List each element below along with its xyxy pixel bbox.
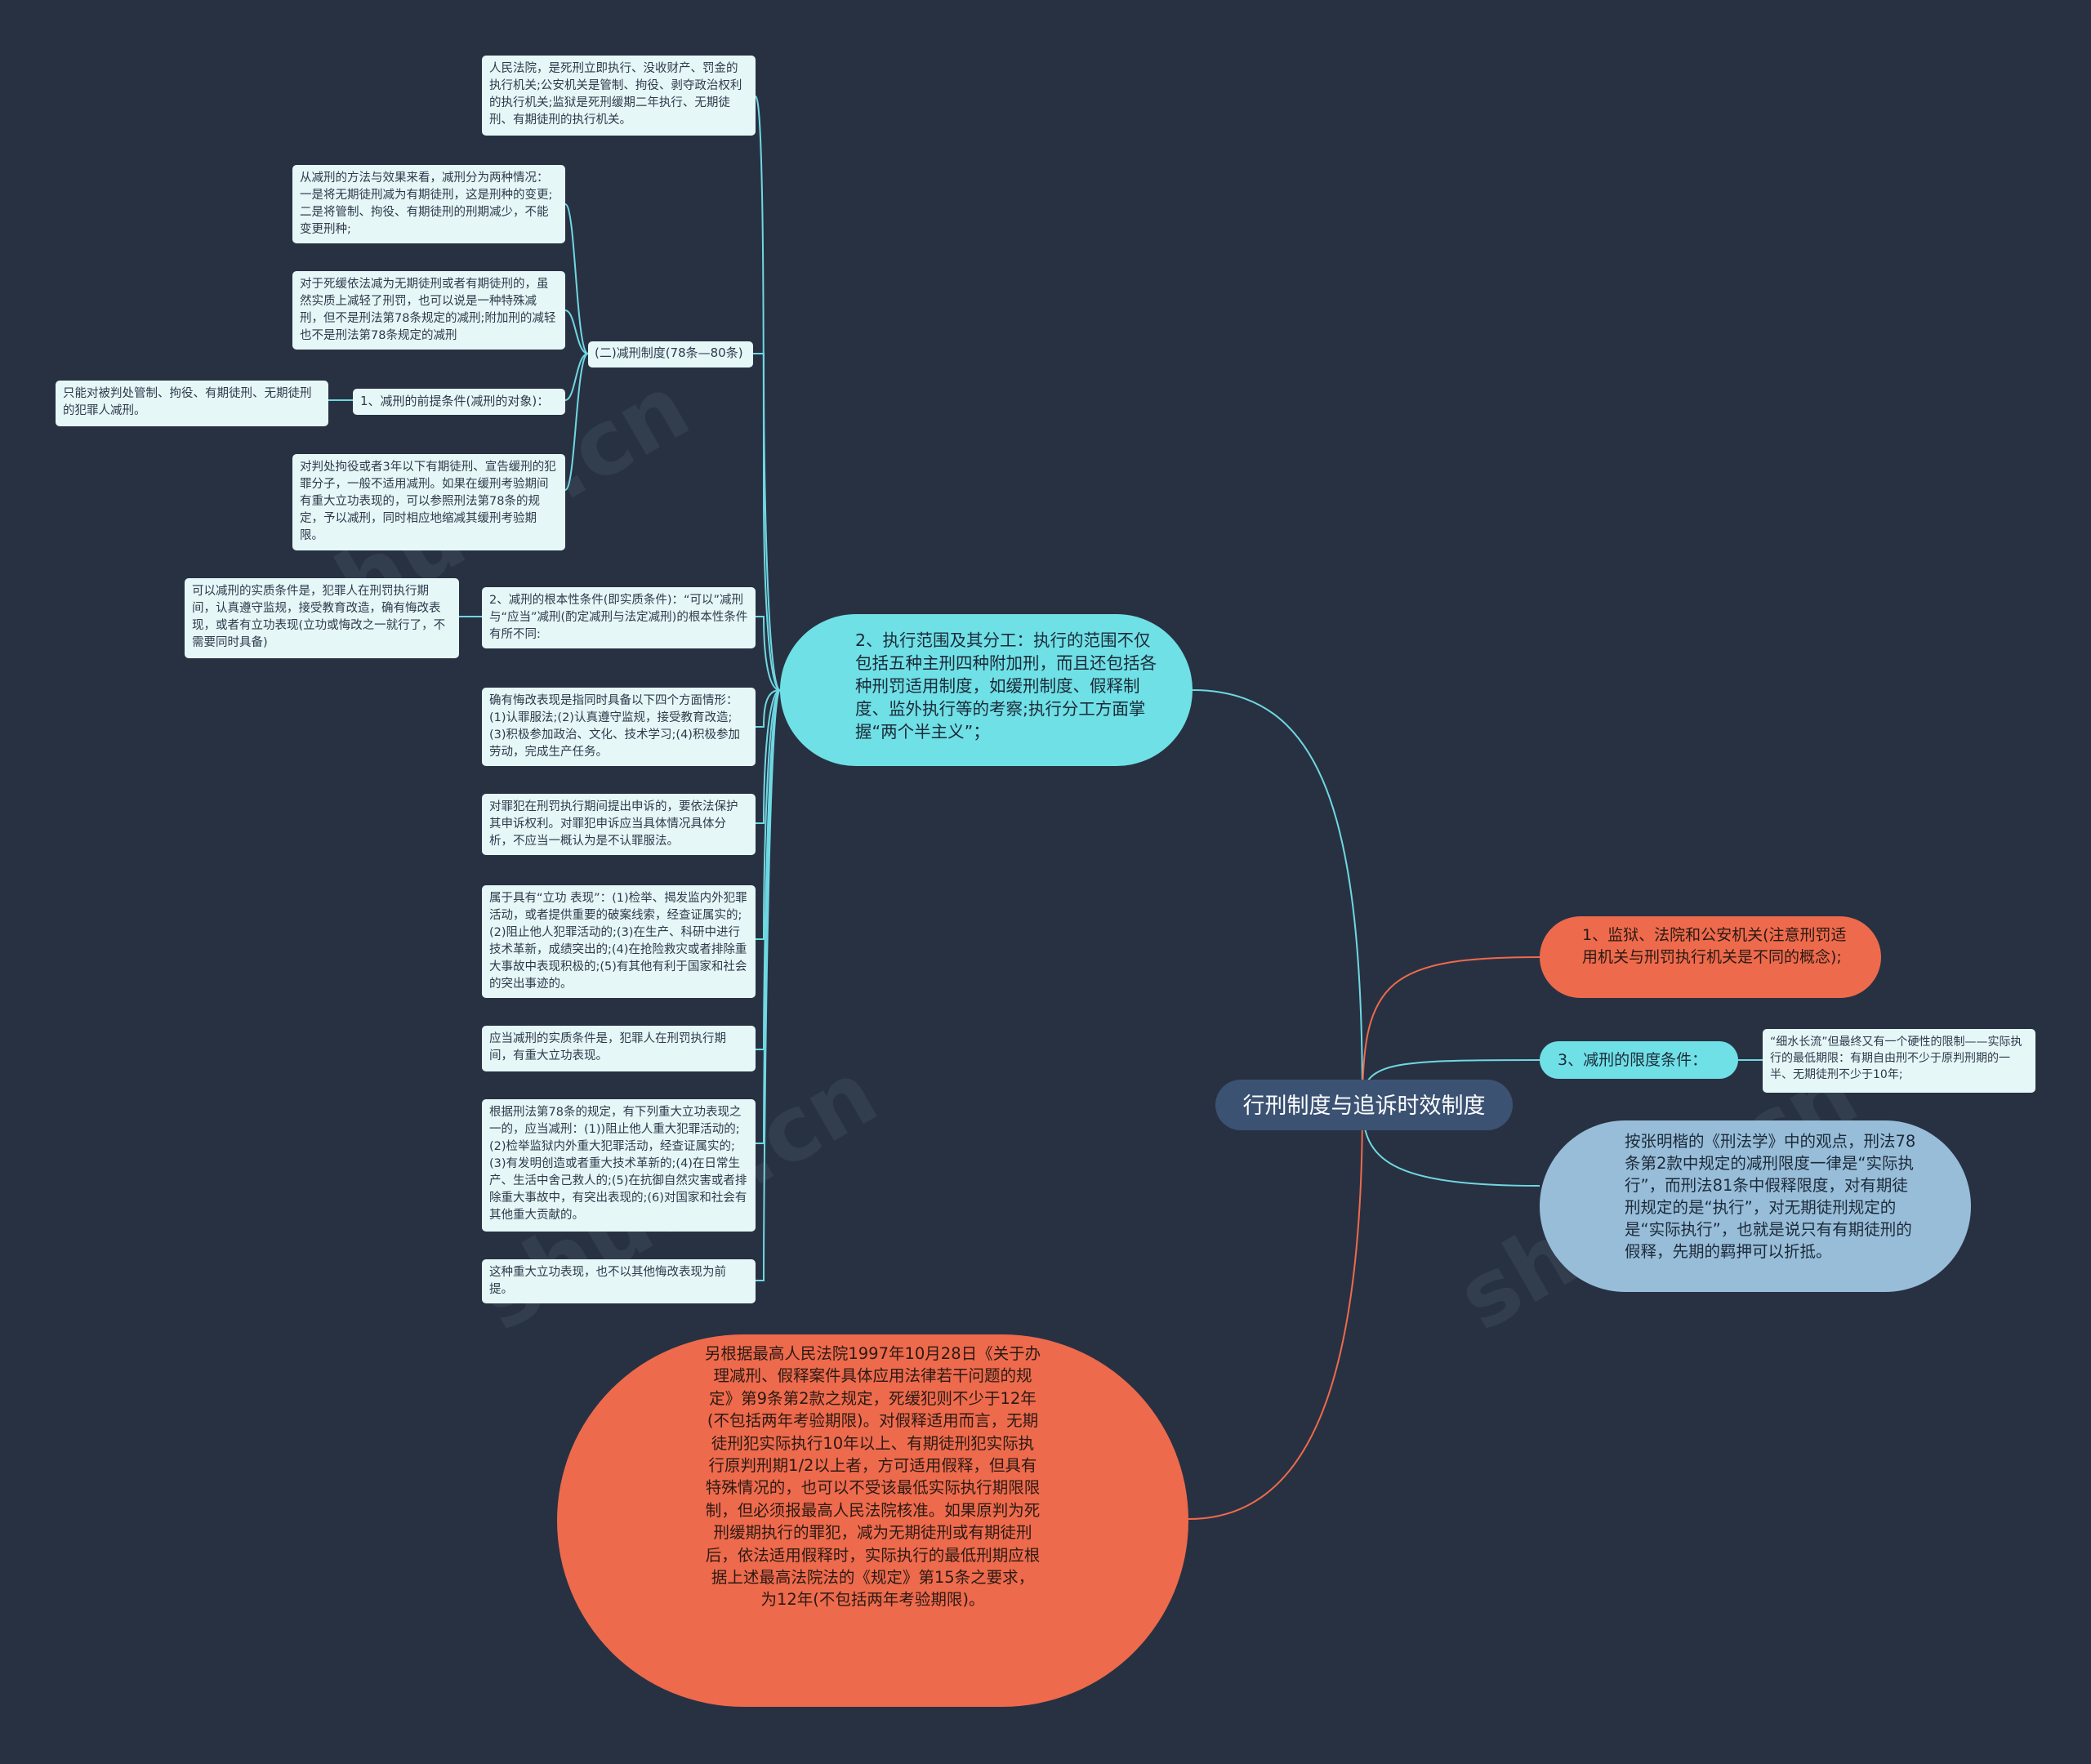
- supreme-court-provision-node[interactable]: 另根据最高人民法院1997年10月28日《关于办理减刑、假释案件具体应用法律若干…: [557, 1334, 1188, 1707]
- reduction-premise-node[interactable]: 1、减刑的前提条件(减刑的对象)：: [353, 389, 565, 415]
- zhang-mingkai-view-node[interactable]: 按张明楷的《刑法学》中的观点，刑法78条第2款中规定的减刑限度一律是“实际执行”…: [1540, 1120, 1971, 1292]
- reduction-limit-node[interactable]: 3、减刑的限度条件：: [1540, 1041, 1738, 1079]
- execution-scope-node[interactable]: 2、执行范围及其分工：执行的范围不仅包括五种主刑四种附加刑，而且还包括各种刑罚适…: [780, 614, 1193, 766]
- root-node[interactable]: 行刑制度与追诉时效制度: [1215, 1080, 1513, 1130]
- repentance-definition-leaf[interactable]: 确有悔改表现是指同时具备以下四个方面情形：(1)认罪服法;(2)认真遵守监规，接…: [482, 688, 756, 766]
- appeal-rights-leaf[interactable]: 对罪犯在刑罚执行期间提出申诉的，要依法保护其申诉权利。对罪犯申诉应当具体情况具体…: [482, 794, 756, 855]
- probation-reduction-leaf[interactable]: 对判处拘役或者3年以下有期徒刑、宣告缓刑的犯罪分子，一般不适用减刑。如果在缓刑考…: [292, 454, 565, 550]
- reduction-system-node[interactable]: (二)减刑制度(78条—80条): [588, 341, 753, 368]
- execution-organs-leaf[interactable]: 人民法院，是死刑立即执行、没收财产、罚金的执行机关;公安机关是管制、拘役、剥夺政…: [482, 56, 756, 136]
- reduction-object-leaf[interactable]: 只能对被判处管制、拘役、有期徒刑、无期徒刑的犯罪人减刑。: [56, 381, 328, 426]
- meritorious-service-leaf[interactable]: 属于具有“立功 表现”：(1)检举、揭发监内外犯罪活动，或者提供重要的破案线索，…: [482, 885, 756, 998]
- execution-organs-node[interactable]: 1、监狱、法院和公安机关(注意刑罚适用机关与刑罚执行机关是不同的概念);: [1540, 916, 1881, 998]
- article-78-leaf[interactable]: 根据刑法第78条的规定，有下列重大立功表现之一的，应当减刑：(1))阻止他人重大…: [482, 1099, 756, 1232]
- reduction-limit-leaf[interactable]: “细水长流”但最终又有一个硬性的限制——实际执行的最低期限：有期自由刑不少于原判…: [1763, 1029, 2035, 1093]
- major-merit-premise-leaf[interactable]: 这种重大立功表现，也不以其他悔改表现为前提。: [482, 1259, 756, 1303]
- may-reduce-condition-leaf[interactable]: 可以减刑的实质条件是，犯罪人在刑罚执行期间，认真遵守监规，接受教育改造，确有悔改…: [185, 578, 459, 658]
- shall-reduce-condition-leaf[interactable]: 应当减刑的实质条件是，犯罪人在刑罚执行期间，有重大立功表现。: [482, 1026, 756, 1071]
- reduction-methods-leaf[interactable]: 从减刑的方法与效果来看，减刑分为两种情况：一是将无期徒刑减为有期徒刑，这是刑种的…: [292, 165, 565, 243]
- reduction-basic-condition-node[interactable]: 2、减刑的根本性条件(即实质条件)：“可以”减刑与“应当”减刑(酌定减刑与法定减…: [482, 587, 756, 648]
- death-reprieve-leaf[interactable]: 对于死缓依法减为无期徒刑或者有期徒刑的，虽然实质上减轻了刑罚，也可以说是一种特殊…: [292, 271, 565, 350]
